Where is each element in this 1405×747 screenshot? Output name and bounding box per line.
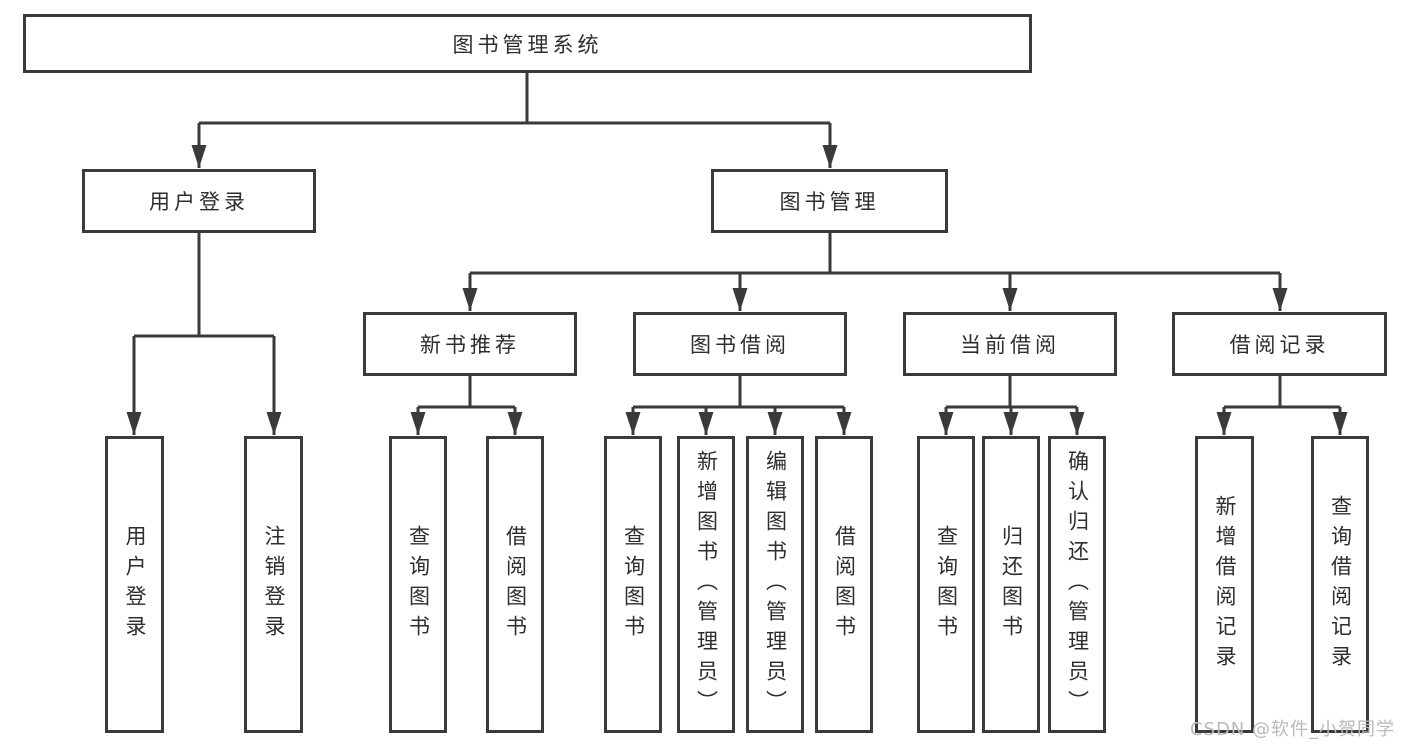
- leaf-query-borrow-record: 查询借阅记录: [1311, 436, 1369, 733]
- leaf-borrow-books: 借阅图书: [815, 436, 873, 733]
- leaf-add-borrow-record-label: 新增借阅记录: [1213, 494, 1237, 675]
- leaf-confirm-return-admin-label: 确认归还（管理员）: [1065, 449, 1090, 720]
- node-new-book-recommend: 新书推荐: [363, 312, 577, 376]
- node-borrow-record: 借阅记录: [1172, 312, 1387, 376]
- leaf-query-books-borrow-label: 查询图书: [621, 524, 646, 645]
- connector-borrow-record-children: [1216, 376, 1348, 435]
- leaf-user-login-label: 用户登录: [123, 524, 147, 645]
- watermark: CSDN @软件_小贺同学: [1189, 719, 1395, 740]
- leaf-borrow-books-recommend: 借阅图书: [486, 436, 544, 733]
- node-current-borrow-label: 当前借阅: [960, 333, 1060, 357]
- leaf-add-borrow-record: 新增借阅记录: [1195, 436, 1254, 733]
- leaf-confirm-return-admin: 确认归还（管理员）: [1048, 436, 1106, 733]
- leaf-query-books-recommend: 查询图书: [389, 436, 447, 733]
- leaf-query-borrow-record-label: 查询借阅记录: [1328, 494, 1353, 675]
- node-root: 图书管理系统: [23, 14, 1032, 73]
- leaf-logout-label: 注销登录: [262, 524, 286, 645]
- node-root-label: 图书管理系统: [452, 32, 603, 57]
- node-book-borrow: 图书借阅: [633, 312, 847, 376]
- leaf-return-books-label: 归还图书: [999, 524, 1024, 645]
- leaf-query-books-borrow: 查询图书: [604, 436, 662, 733]
- connector-root-to-level2: [191, 73, 838, 168]
- leaf-add-book-admin-label: 新增图书（管理员）: [694, 449, 719, 720]
- leaf-query-books-current: 查询图书: [917, 436, 975, 733]
- leaf-edit-book-admin: 编辑图书（管理员）: [746, 436, 804, 733]
- node-user-login: 用户登录: [82, 169, 316, 233]
- node-borrow-record-label: 借阅记录: [1229, 333, 1330, 357]
- connector-current-borrow-children: [938, 376, 1085, 435]
- leaf-user-login: 用户登录: [105, 436, 164, 733]
- connector-book-management-to-level3: [462, 233, 1288, 311]
- leaf-query-books-recommend-label: 查询图书: [406, 524, 431, 645]
- leaf-return-books: 归还图书: [982, 436, 1040, 733]
- node-new-book-recommend-label: 新书推荐: [420, 333, 520, 357]
- node-user-login-label: 用户登录: [149, 190, 249, 214]
- node-book-borrow-label: 图书借阅: [690, 333, 790, 357]
- connector-user-login-children: [126, 233, 282, 435]
- node-book-management-label: 图书管理: [779, 190, 880, 214]
- node-book-management: 图书管理: [711, 169, 948, 233]
- leaf-logout: 注销登录: [244, 436, 303, 733]
- leaf-edit-book-admin-label: 编辑图书（管理员）: [763, 449, 788, 720]
- leaf-borrow-books-label: 借阅图书: [832, 524, 857, 645]
- leaf-query-books-current-label: 查询图书: [934, 524, 959, 645]
- leaf-add-book-admin: 新增图书（管理员）: [677, 436, 735, 733]
- connector-book-borrow-children: [625, 376, 852, 435]
- leaf-borrow-books-recommend-label: 借阅图书: [503, 524, 528, 645]
- node-current-borrow: 当前借阅: [903, 312, 1117, 376]
- connector-new-book-children: [410, 376, 523, 435]
